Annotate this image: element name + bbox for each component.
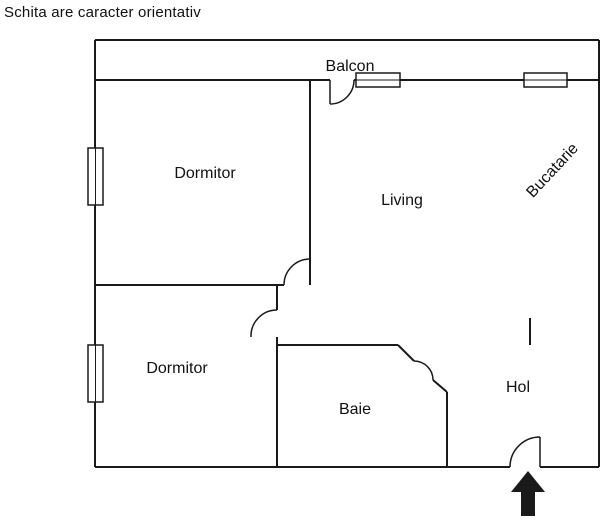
door-entrance	[509, 436, 541, 468]
walls	[94, 39, 600, 468]
door-dormitor-top	[283, 258, 311, 286]
window-dormitor-bottom	[87, 344, 104, 403]
door-balcony	[329, 79, 355, 105]
door-baie	[413, 360, 434, 381]
window-dormitor-top	[87, 147, 104, 206]
room-label-baie: Baie	[338, 401, 372, 418]
doors	[250, 79, 541, 468]
room-label-dormitor-top: Dormitor	[174, 165, 236, 182]
room-label-hol: Hol	[505, 379, 531, 396]
window-balcony-right	[523, 72, 568, 88]
room-label-living: Living	[381, 192, 423, 209]
windows	[87, 72, 568, 403]
disclaimer-text: Schita are caracter orientativ	[4, 4, 201, 21]
room-label-dormitor-bottom: Dormitor	[146, 360, 208, 377]
room-label-balcon: Balcon	[325, 58, 375, 75]
door-dormitor-bottom	[250, 309, 278, 338]
window-balcony-left	[355, 72, 401, 88]
entrance-arrow-icon	[511, 471, 545, 516]
wall-baie-corner-chamfer	[397, 344, 448, 393]
